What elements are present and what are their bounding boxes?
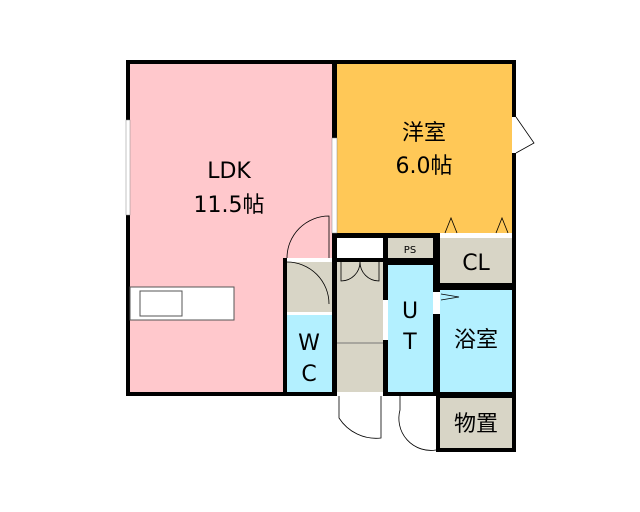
utility-label-1: U xyxy=(402,299,418,324)
window-ldk xyxy=(125,119,131,216)
room-utility xyxy=(388,265,433,392)
room-ps xyxy=(388,238,433,258)
ps-label: PS xyxy=(404,245,416,256)
bath-label: 浴室 xyxy=(454,328,498,353)
toilet-label-1: W xyxy=(298,331,320,356)
ldk-size: 11.5帖 xyxy=(194,193,265,218)
closet-label: CL xyxy=(462,251,490,276)
kitchen-sink xyxy=(139,290,183,317)
shoe-box xyxy=(337,238,383,258)
entrance-door-icon xyxy=(338,396,382,439)
room-western xyxy=(337,64,512,233)
entrance xyxy=(337,262,383,392)
hall xyxy=(287,262,332,312)
room-closet xyxy=(440,238,512,283)
room-toilet xyxy=(287,315,332,392)
toilet-label-2: C xyxy=(301,362,316,387)
window-western xyxy=(512,117,516,153)
western-size: 6.0帖 xyxy=(396,154,453,179)
sliding-door xyxy=(331,137,338,234)
storage-label: 物置 xyxy=(454,412,498,437)
western-label: 洋室 xyxy=(402,121,446,146)
closet-door-icon xyxy=(444,216,509,234)
ldk-label: LDK xyxy=(207,159,251,184)
room-bath xyxy=(440,290,512,392)
room-storage xyxy=(440,398,512,448)
door-swing-icon xyxy=(286,261,330,305)
utility-label-2: T xyxy=(402,330,417,355)
